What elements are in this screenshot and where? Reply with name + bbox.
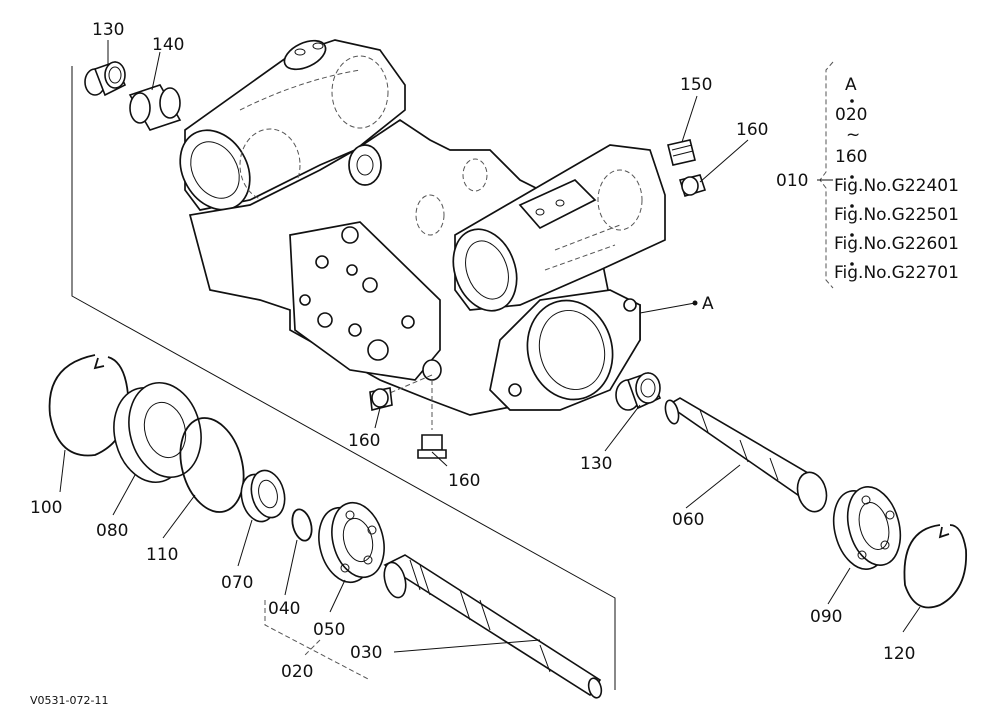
label-100: 100 [30, 498, 62, 518]
drawing-code: V0531-072-11 [30, 694, 108, 707]
plate-150 [667, 139, 696, 166]
legend-fig-3: Fig.No.G22601 [834, 234, 959, 254]
oil-seal-080 [113, 381, 202, 484]
transmission-housing [179, 39, 666, 430]
sleeve-140 [128, 84, 182, 131]
legend-top-a: A [845, 75, 857, 95]
point-a-dot [692, 300, 698, 306]
label-150: 150 [680, 75, 712, 95]
label-160-top: 160 [736, 120, 768, 140]
label-120: 120 [883, 644, 915, 664]
legend-tilde: ~ [846, 125, 860, 145]
shaft-060 [664, 397, 828, 513]
plug-160-bottom [417, 434, 447, 459]
snap-ring-120 [903, 524, 967, 609]
label-040: 040 [268, 599, 300, 619]
legend-fig-4: Fig.No.G22701 [834, 263, 959, 283]
legend-range-start: 020 [835, 105, 867, 125]
label-140: 140 [152, 35, 184, 55]
label-130-mid: 130 [580, 454, 612, 474]
label-070: 070 [221, 573, 253, 593]
label-030: 030 [350, 643, 382, 663]
circlip-040 [291, 508, 313, 542]
legend-fig-2: Fig.No.G22501 [834, 205, 959, 225]
legend-range-end: 160 [835, 147, 867, 167]
label-060: 060 [672, 510, 704, 530]
label-090: 090 [810, 607, 842, 627]
label-080: 080 [96, 521, 128, 541]
snap-ring-100 [48, 354, 129, 457]
legend-bracket [817, 61, 854, 289]
assembly-frame [71, 66, 616, 690]
label-050: 050 [313, 620, 345, 640]
label-160-bottom: 160 [448, 471, 480, 491]
bushing-130-mid [615, 372, 662, 411]
bearing-050 [318, 501, 385, 584]
plug-160-left [369, 387, 393, 411]
bearing-090 [832, 486, 902, 570]
label-160-left: 160 [348, 431, 380, 451]
label-130-top: 130 [92, 20, 124, 40]
legend-fig-1: Fig.No.G22401 [834, 176, 959, 196]
legend-parent-010: 010 [776, 171, 808, 191]
shaft-030 [383, 554, 603, 699]
label-a-ref: A [702, 294, 714, 314]
plug-160-top [678, 174, 707, 197]
bushing-130-top [84, 60, 127, 97]
o-ring-110 [179, 417, 245, 513]
seal-070 [240, 469, 286, 523]
label-020: 020 [281, 662, 313, 682]
label-110: 110 [146, 545, 178, 565]
leader-lines [59, 40, 921, 681]
